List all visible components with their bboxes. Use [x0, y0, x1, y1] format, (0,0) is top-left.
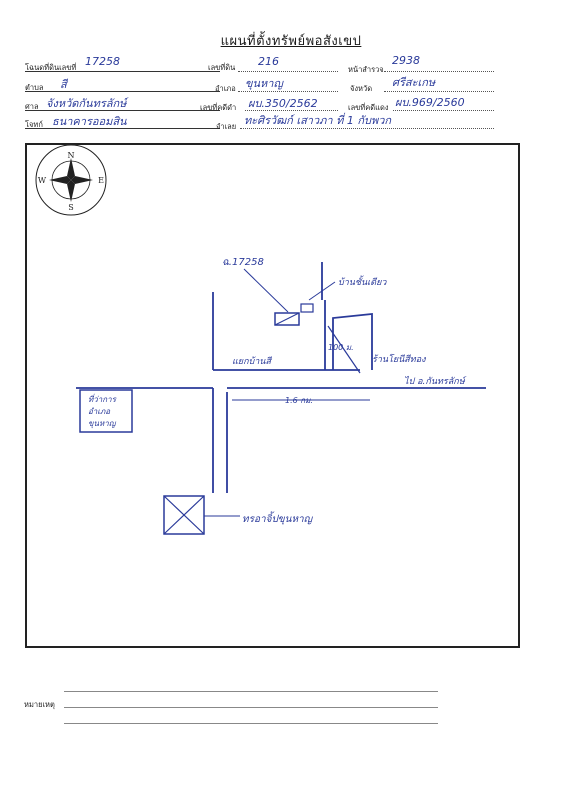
black-case-label: เลขที่คดีดำ [200, 103, 237, 112]
plot-parcel [274, 312, 300, 326]
junction-label: แยกบ้านสี [232, 356, 273, 367]
road-network [76, 262, 486, 493]
house-marker [300, 303, 314, 313]
district-office-line1: ที่ว่าการ [88, 393, 118, 404]
black-case-value: ผบ.350/2562 [248, 97, 318, 110]
compass-s: S [68, 203, 73, 212]
survey-page-value: 2938 [392, 54, 420, 67]
defendant-value: ทะศิรวัฒก์ เสาวภา ที่ 1 กับพวก [244, 114, 392, 127]
compass-e: E [98, 176, 104, 185]
survey-page-label: หน้าสำรวจ [348, 65, 384, 74]
house-leader-line [308, 281, 336, 301]
court-label: ศาล [25, 102, 39, 111]
district-label: อำเภอ [215, 84, 236, 93]
plaintiff-label: โจทก์ [25, 120, 43, 129]
plaintiff-value: ธนาคารออมสิน [52, 115, 127, 128]
subdistrict-value: สี [60, 78, 67, 91]
plot-label: ฉ.17258 [222, 257, 264, 268]
shop-label: ร้านโยนีสีทอง [372, 353, 426, 365]
land-no-value: 216 [258, 55, 279, 68]
deed-underline [25, 71, 220, 72]
deed-label: โฉนดที่ดินเลขที่ [25, 63, 77, 72]
court-value: จังหวัดกันทรลักษ์ [46, 97, 127, 110]
district-office-line3: ขุนหาญ [88, 419, 117, 429]
red-case-value: ผบ.969/2560 [395, 96, 465, 109]
compass-rose-icon [35, 144, 107, 216]
landmark-cross-b [163, 495, 205, 535]
plot-hatch [274, 312, 300, 326]
survey-page-dots [384, 71, 494, 72]
land-no-label: เลขที่ดิน [208, 63, 236, 72]
district-dots [238, 91, 338, 92]
remarks-line-3 [64, 723, 438, 724]
distance-long-label: 1.6 กม. [285, 396, 313, 405]
distance-arrow-short [327, 325, 361, 374]
province-dots [384, 91, 494, 92]
landmark-box [163, 495, 205, 535]
house-label: บ้านชั้นเดียว [338, 275, 387, 288]
land-no-dots [238, 71, 338, 72]
district-office-box [79, 389, 133, 433]
court-underline [25, 110, 220, 111]
defendant-dots [240, 128, 494, 129]
subdistrict-label: ตำบล [25, 83, 44, 92]
compass-n: N [68, 151, 75, 160]
toward-label: ไป อ.กันทรลักษ์ [404, 375, 467, 387]
red-case-dots [393, 110, 494, 111]
plot-leader-line [243, 268, 289, 313]
defendant-label: จำเลย [216, 122, 237, 131]
document-title: แผนที่ตั้งทรัพย์พอสังเขป [220, 34, 362, 49]
remarks-line-1 [64, 691, 438, 692]
remarks-label: หมายเหตุ [24, 700, 55, 709]
district-office-line2: อำเภอ [88, 407, 111, 416]
remarks-line-2 [64, 707, 438, 708]
landmark-label: ทรอาจิ้ปขุนหาญ [242, 511, 314, 525]
province-value: ศรีสะเกษ [392, 76, 436, 89]
red-case-label: เลขที่คดีแดง [348, 103, 389, 112]
province-label: จังหวัด [350, 84, 373, 93]
compass-w: W [38, 176, 47, 185]
distance-short-label: 100 ม. [328, 343, 354, 352]
map-frame [25, 143, 520, 648]
district-value: ขุนหาญ [245, 77, 283, 90]
black-case-dots [245, 110, 338, 111]
plaintiff-underline [25, 128, 220, 129]
deed-value: 17258 [85, 55, 120, 68]
subdistrict-underline [25, 91, 220, 92]
